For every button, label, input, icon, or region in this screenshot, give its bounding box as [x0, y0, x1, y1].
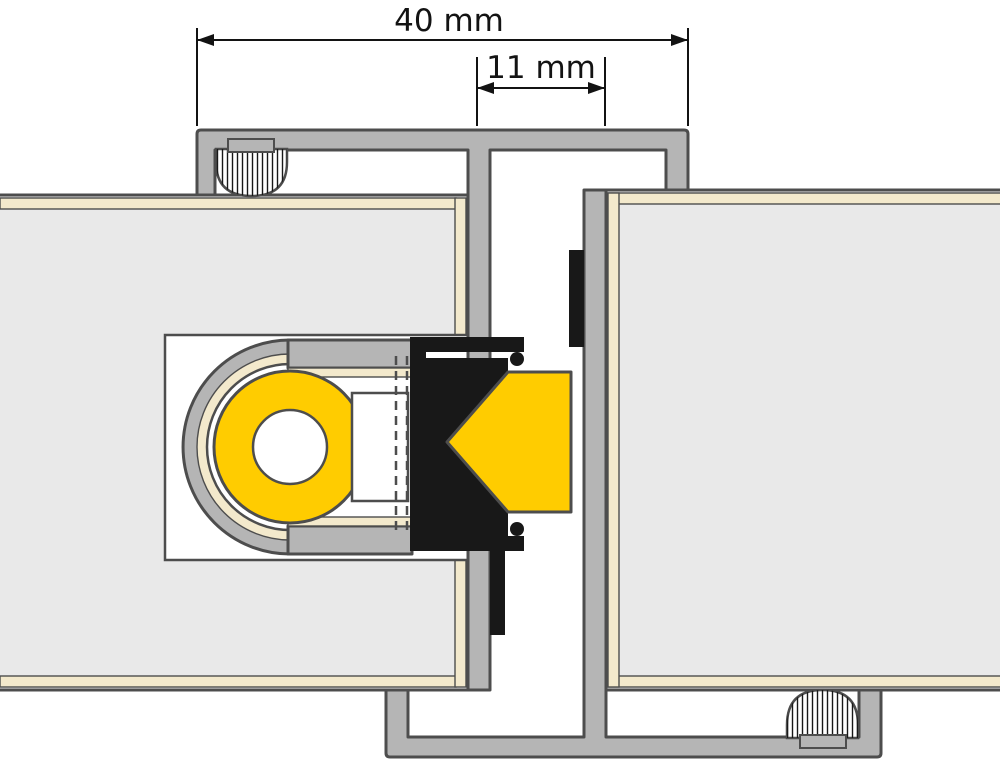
arrowhead-left — [197, 34, 214, 46]
gap-seal-lower — [490, 540, 505, 635]
dimension-label-40mm: 40 mm — [394, 3, 504, 39]
dimension-label-11mm: 11 mm — [486, 50, 596, 86]
security-stud — [445, 370, 573, 514]
seal-retainer-bottom — [410, 536, 524, 551]
brush-seal-clamp — [227, 138, 275, 153]
hinge-arm-bottom — [286, 524, 414, 556]
door-leaf-right — [604, 188, 1000, 692]
arrowhead-right — [588, 82, 605, 94]
gap-seal-upper — [569, 250, 584, 347]
door-leaf-right-body — [604, 188, 1000, 692]
hinge-pin-bore — [251, 408, 329, 486]
hinge-leaf-connector — [350, 391, 410, 503]
hinge-arm-top — [286, 338, 414, 370]
brush-seal-bristles — [216, 149, 287, 196]
arrowhead-right — [671, 34, 688, 46]
brush-seal-top — [214, 138, 289, 198]
door-left-edge-lining-bottom — [0, 675, 457, 688]
seal-bulb-top — [510, 352, 524, 366]
door-right-edge-lining-left — [607, 192, 620, 688]
edge-profile-bottom — [384, 188, 883, 759]
dimension-40mm: 40 mm — [196, 3, 689, 126]
door-left-edge-lining-top — [0, 197, 457, 210]
door-right-edge-lining-bottom — [607, 675, 1000, 688]
dimension-11mm: 11 mm — [476, 50, 606, 126]
seal-retainer-top — [410, 337, 524, 352]
arrowhead-left — [477, 82, 494, 94]
door-right-edge-lining-top — [607, 192, 1000, 205]
brush-seal-clamp — [799, 734, 847, 749]
hinge-leaf-plate — [410, 343, 426, 551]
hinge-assembly — [181, 337, 573, 556]
brush-seal-bottom — [785, 688, 860, 749]
brush-seal-bristles — [787, 690, 858, 738]
seal-bulb-bottom — [510, 522, 524, 536]
